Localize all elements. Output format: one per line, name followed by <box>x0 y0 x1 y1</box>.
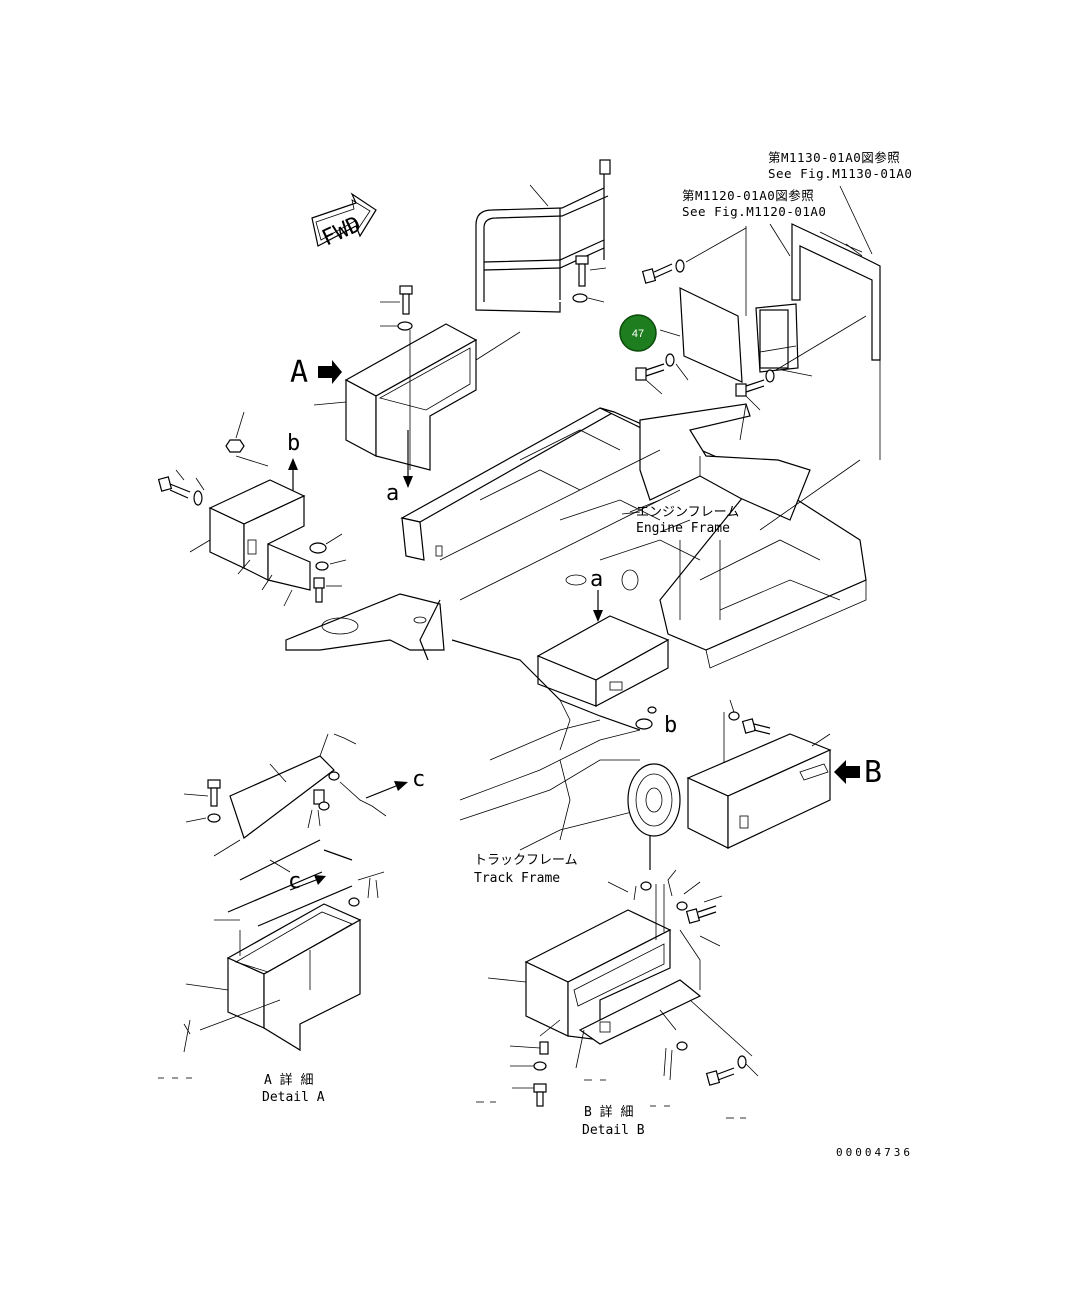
latch-part <box>509 1019 585 1107</box>
engine-frame-jp: エンジンフレーム <box>636 505 739 520</box>
ref-m1130-jp: 第M1130-01A0図参照 <box>768 150 900 165</box>
callout-47-label: 47 <box>632 328 644 340</box>
view-arrow-b-icon <box>834 760 860 784</box>
bolt-part <box>157 469 205 506</box>
detail-b-en: Detail B <box>582 1123 645 1138</box>
ref-m1130-en: See Fig.M1130-01A0 <box>768 166 912 181</box>
detail-b-jp: B 詳 細 <box>584 1104 633 1120</box>
down-arrow-a-icon <box>403 430 413 488</box>
bolt-part <box>735 315 867 411</box>
arrow-c-right-label: c <box>412 767 425 792</box>
upright-frame-part <box>791 223 881 460</box>
floor-plate-part <box>285 593 445 651</box>
fwd-arrow-icon <box>311 192 377 247</box>
engine-frame-en: Engine Frame <box>636 521 730 536</box>
bracket-box-part <box>189 479 311 607</box>
hinge-part <box>659 999 759 1086</box>
handrail-part <box>475 159 611 313</box>
arrow-c-lower-icon <box>289 875 326 891</box>
view-arrow-icon <box>318 360 342 384</box>
track-frame-part <box>419 599 681 870</box>
arrow-b-upper-label: b <box>287 431 300 456</box>
bracket-plate-part <box>755 303 813 377</box>
bolt-part <box>635 353 689 395</box>
bolt-part <box>572 255 607 303</box>
bolt-part <box>380 285 413 331</box>
detail-a-en: Detail A <box>262 1090 325 1105</box>
bolt-part <box>641 227 747 284</box>
view-b-letter: B <box>864 755 882 790</box>
view-a-letter: A <box>290 355 308 390</box>
track-frame-en: Track Frame <box>474 871 560 886</box>
ref-m1120-jp: 第M1120-01A0図参照 <box>682 188 814 203</box>
gasket-part <box>214 839 353 927</box>
drawing-number: 00004736 <box>836 1146 913 1159</box>
down-arrow-a-lower-icon <box>593 590 603 622</box>
control-box-part <box>536 615 670 707</box>
nut-part <box>225 411 269 467</box>
arrow-c-right-icon <box>365 781 408 799</box>
arrow-a-upper-label: a <box>386 481 399 506</box>
arrow-a-lower-label: a <box>590 567 603 592</box>
arrow-c-lower-label: c <box>288 869 301 894</box>
arrow-b-lower-label: b <box>664 713 677 738</box>
bolt-part <box>607 869 723 924</box>
main-frame-part <box>400 403 867 669</box>
bolt-part <box>183 779 221 823</box>
battery-box-a-detail <box>183 871 385 1053</box>
track-frame-jp: トラックフレーム <box>474 853 578 868</box>
washer-part <box>309 533 347 603</box>
callout-47-button[interactable]: 47 <box>619 314 657 352</box>
lid-part <box>213 733 387 857</box>
detail-a-jp: A 詳 細 <box>264 1072 313 1088</box>
tool-box-b <box>686 733 832 849</box>
ref-m1120-en: See Fig.M1120-01A0 <box>682 204 826 219</box>
cover-plate-part <box>659 226 747 383</box>
tool-box-b-detail <box>487 884 721 1045</box>
battery-box-a <box>313 323 521 471</box>
